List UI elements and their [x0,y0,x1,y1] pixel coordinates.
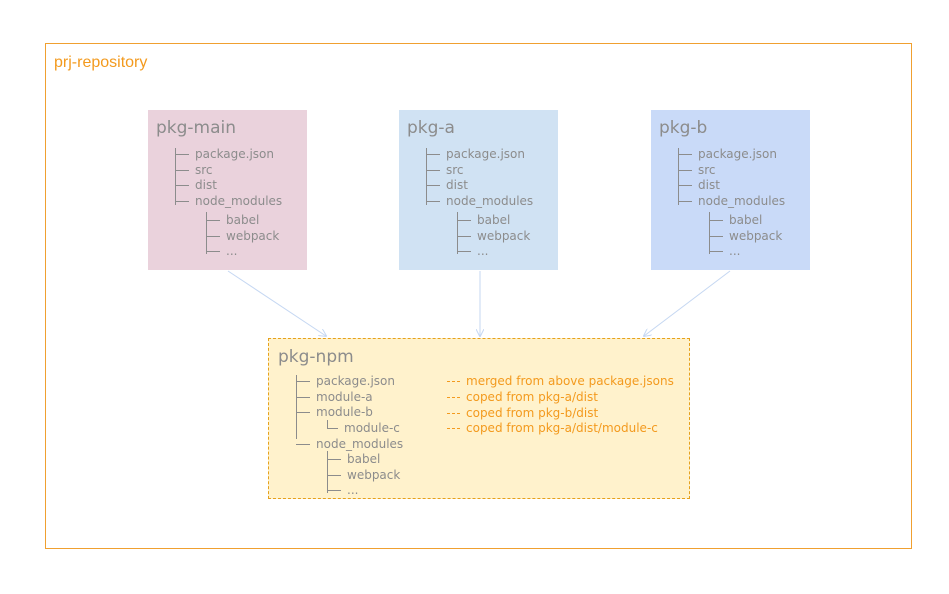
pkg-a-title: pkg-a [407,118,455,138]
tree-item: module-b [296,405,403,421]
tree-item: package.json [426,147,533,163]
repository-label: prj-repository [54,54,148,71]
pkg-main-box: pkg-main package.json src dist node_modu… [148,110,307,270]
tree-item: dist [678,178,785,194]
pkg-a-tree: package.json src dist node_modules [426,147,533,210]
pkg-a-subtree: babel webpack ... [457,213,530,260]
tree-line [296,375,297,439]
tree-line [709,212,710,254]
pkg-a-box: pkg-a package.json src dist node_modules… [399,110,558,270]
tree-item: module-c [296,421,403,437]
tree-line [457,212,458,254]
pkg-b-title: pkg-b [659,118,708,138]
tree-item: webpack [457,229,530,245]
tree-item: dist [426,178,533,194]
tree-item: babel [206,213,279,229]
tree-item: babel [709,213,782,229]
tree-item: node_modules [426,194,533,210]
tree-line [327,451,328,493]
tree-item: src [678,163,785,179]
tree-line [327,420,328,428]
pkg-npm-box: pkg-npm package.json module-a module-b m… [268,338,690,499]
tree-line [678,148,679,205]
note-package-json: merged from above package.jsons [447,374,674,388]
tree-item: ... [709,244,782,260]
note-module-a: coped from pkg-a/dist [447,390,598,404]
tree-item: node_modules [296,437,403,453]
note-module-c: coped from pkg-a/dist/module-c [447,421,658,435]
tree-item: ... [327,483,400,499]
note-module-b: coped from pkg-b/dist [447,406,598,420]
pkg-npm-subtree: babel webpack ... [327,452,400,499]
tree-item: webpack [206,229,279,245]
tree-line [175,148,176,205]
pkg-main-subtree: babel webpack ... [206,213,279,260]
arrow-pkg-b [644,270,731,336]
tree-line [426,148,427,205]
pkg-npm-title: pkg-npm [278,347,354,367]
pkg-b-subtree: babel webpack ... [709,213,782,260]
tree-item: dist [175,178,282,194]
tree-item: babel [327,452,400,468]
tree-item: babel [457,213,530,229]
tree-item: node_modules [175,194,282,210]
repository-frame [45,43,912,549]
pkg-npm-tree: package.json module-a module-b module-c … [296,374,403,452]
tree-line [206,212,207,254]
tree-item: module-a [296,390,403,406]
arrow-pkg-main [227,270,326,336]
tree-item: package.json [296,374,403,390]
tree-item: src [426,163,533,179]
tree-item: package.json [678,147,785,163]
tree-item: webpack [709,229,782,245]
pkg-main-title: pkg-main [156,118,237,138]
tree-item: node_modules [678,194,785,210]
tree-item: src [175,163,282,179]
tree-item: webpack [327,468,400,484]
tree-item: ... [206,244,279,260]
tree-item: package.json [175,147,282,163]
pkg-b-tree: package.json src dist node_modules [678,147,785,210]
tree-item: ... [457,244,530,260]
pkg-b-box: pkg-b package.json src dist node_modules… [651,110,810,270]
pkg-main-tree: package.json src dist node_modules [175,147,282,210]
